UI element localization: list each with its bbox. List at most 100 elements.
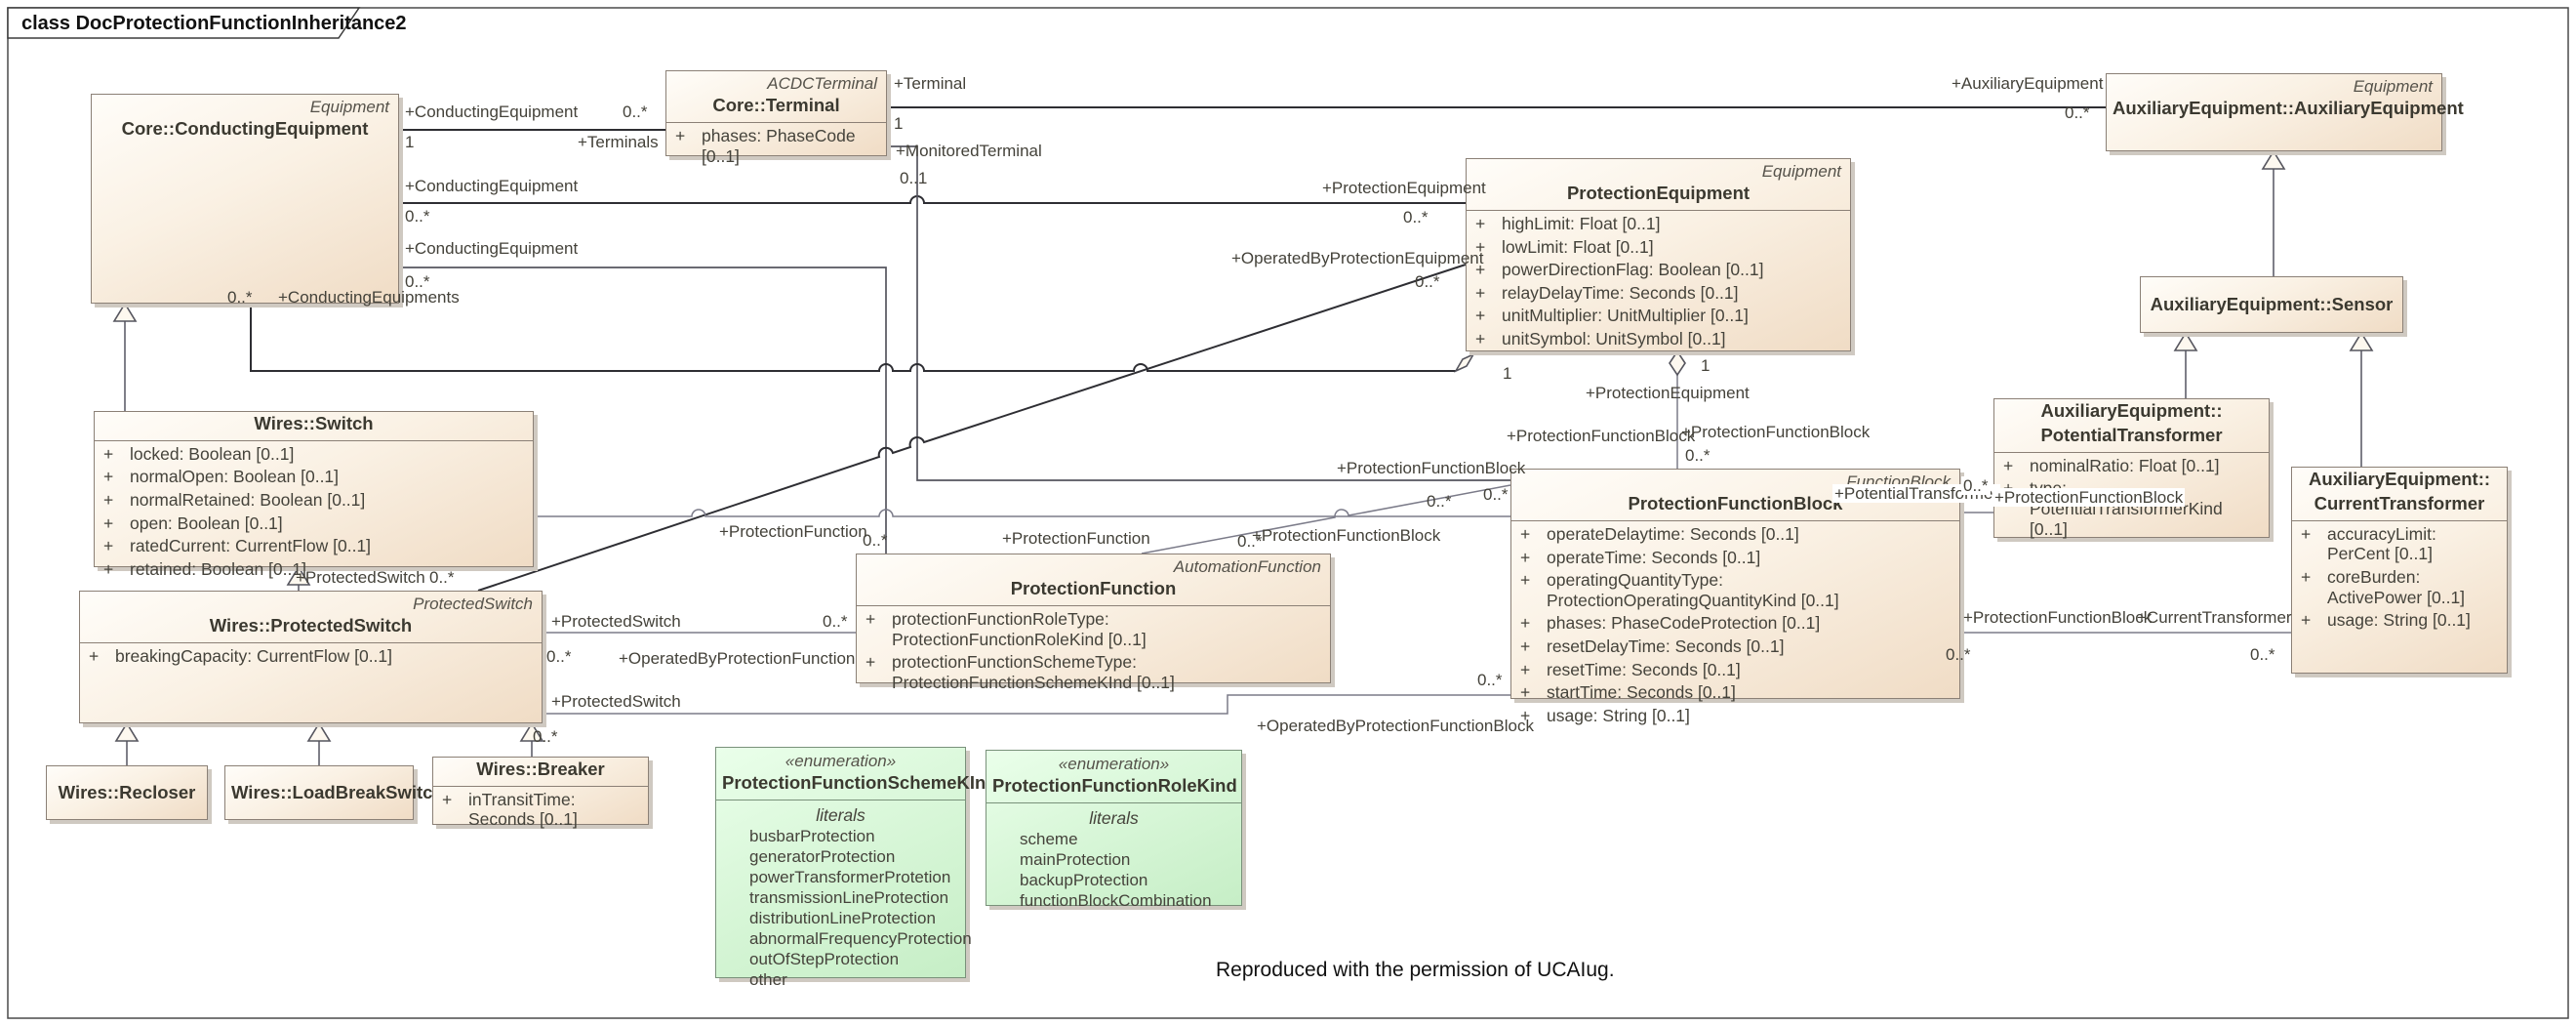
edge-label: 0..* (533, 727, 558, 746)
edge-monitoredterminal-protectionfunctionblock[interactable] (887, 145, 1510, 481)
stereotype-label: Equipment (1761, 162, 1841, 181)
class-current-transformer[interactable]: AuxiliaryEquipment::CurrentTransformer+a… (2291, 467, 2508, 674)
attribute-text: powerDirectionFlag: Boolean [0..1] (1502, 260, 1764, 280)
attribute-row: +usage: String [0..1] (1511, 703, 1959, 726)
attribute-text: unitSymbol: UnitSymbol [0..1] (1502, 329, 1726, 349)
edge-label: +ProtectionFunctionBlock (1963, 608, 2153, 627)
attribute-text: usage: String [0..1] (2327, 610, 2471, 631)
edge-label: +PotentialTransformer (1832, 484, 2001, 503)
edge-label: +ProtectedSwitch (551, 612, 681, 631)
edge-label: 0..* (1946, 645, 1971, 664)
visibility-marker: + (103, 443, 114, 464)
attribute-row: + highLimit: Float [0..1] (1467, 211, 1850, 234)
attribute-text: protectionFunctionSchemeType: Protection… (892, 652, 1175, 692)
attribute-row: +operateTime: Seconds [0..1] (1511, 545, 1959, 568)
class-name: PotentialTransformer (2040, 424, 2223, 445)
visibility-marker: + (103, 513, 114, 533)
attribute-row: +protectionFunctionSchemeType: Protectio… (857, 649, 1330, 692)
enum-literal: distributionLineProtection (749, 908, 936, 927)
class-sensor[interactable]: AuxiliaryEquipment::Sensor (2140, 276, 2403, 333)
attribute-text: protectionFunctionRoleType: ProtectionFu… (892, 608, 1147, 649)
edge-label: 0..* (863, 531, 888, 550)
compartment-divider (857, 604, 1330, 606)
edge-operatedbyprotectionequipment-protectedswitch[interactable] (477, 264, 1467, 592)
visibility-marker: + (1520, 547, 1531, 567)
attribute-text: operateDelaytime: Seconds [0..1] (1547, 523, 1799, 544)
edge-label: +ConductingEquipment (405, 177, 579, 195)
class-name: CurrentTransformer (2314, 492, 2485, 513)
edge-label: 0..* (1237, 532, 1263, 551)
edge-label: 0..* (1483, 485, 1509, 504)
edge-label: 0..* (1961, 476, 1991, 495)
attribute-text: normalRetained: Boolean [0..1] (130, 490, 366, 511)
attribute-text: retained: Boolean [0..1] (130, 559, 306, 580)
visibility-marker: + (2301, 610, 2312, 631)
attribute-row: +retained: Boolean [0..1] (95, 556, 533, 580)
visibility-marker: + (103, 536, 114, 556)
edge-label: 0..1 (900, 169, 928, 187)
edge-label: 0..* (1415, 272, 1440, 291)
visibility-marker: + (2301, 523, 2312, 544)
visibility-marker: + (103, 490, 114, 511)
attribute-row: +operateDelaytime: Seconds [0..1] (1511, 521, 1959, 545)
edge-label: 0..* (623, 103, 648, 121)
attribute-text: highLimit: Float [0..1] (1502, 213, 1661, 233)
class-name: Wires::Breaker (476, 759, 605, 779)
attribute-text: phases: PhaseCode [0..1] (702, 125, 856, 166)
edge-label: 0..* (1427, 492, 1452, 511)
class-wires-breaker[interactable]: Wires::Breaker+inTransitTime: Seconds [0… (432, 757, 649, 829)
visibility-marker: + (1475, 213, 1486, 233)
class-wires-load-break-switch[interactable]: Wires::LoadBreakSwitch (224, 765, 444, 820)
attribute-row: +relayDelayTime: Seconds [0..1] (1467, 280, 1850, 304)
edge-label: 0..* (823, 612, 848, 631)
edge-label: 0..* (2250, 645, 2275, 664)
class-potential-transformer[interactable]: AuxiliaryEquipment::PotentialTransformer… (1993, 398, 2270, 539)
attribute-text: nominalRatio: Float [0..1] (2030, 455, 2220, 475)
edge-conductingequipments-protectionequipment[interactable] (250, 304, 1456, 372)
edge-label: +AuxiliaryEquipment (1952, 74, 2104, 93)
edge-protectedswitch-protectionfunctionblock-top[interactable] (534, 509, 1510, 517)
class-enum-protection-function-scheme-kind[interactable]: «enumeration»ProtectionFunctionSchemeKIn… (715, 747, 997, 989)
edge-label: 0..* (227, 288, 253, 307)
edge-label: +ProtectionFunctionBlock (1992, 488, 2186, 507)
edge-conductingequipment-protectionequipment[interactable] (399, 195, 1466, 204)
compartment-divider (666, 121, 886, 123)
edge-label: 1 (1503, 364, 1512, 383)
compartment-divider (1994, 451, 2269, 453)
edge-protectedswitch-operatedbyprotectionfunctionblock[interactable] (543, 694, 1510, 715)
literals-title: literals (1089, 807, 1139, 828)
class-name: Wires::Recloser (58, 781, 196, 802)
attribute-row: +breakingCapacity: CurrentFlow [0..1] (80, 643, 542, 667)
visibility-marker: + (865, 608, 876, 629)
edge-protectionfunction-protectionfunctionblock[interactable] (1141, 484, 1511, 554)
attribute-text: phases: PhaseCodeProtection [0..1] (1547, 613, 1821, 634)
attribute-row: +accuracyLimit: PerCent [0..1] (2292, 521, 2507, 564)
gen-arrow-auxiliaryequipment (2261, 149, 2286, 170)
stereotype-label: Equipment (2353, 77, 2433, 96)
gen-arrow-protectedswitch-1 (114, 721, 140, 742)
aggregation-diamond-protectionequipment (1669, 349, 1686, 377)
attribute-text: open: Boolean [0..1] (130, 513, 283, 533)
compartment-divider (1511, 519, 1959, 521)
gen-arrow-sensor-2 (2349, 331, 2374, 351)
edge-conductingequipment-protectionfunction[interactable] (399, 267, 887, 554)
edge-label: 1 (405, 133, 415, 151)
attribute-text: resetDelayTime: Seconds [0..1] (1547, 636, 1785, 657)
visibility-marker: + (442, 789, 453, 809)
enum-literal: other (749, 969, 787, 989)
class-name: AuxiliaryEquipment::AuxiliaryEquipment (2113, 98, 2464, 119)
enum-literal: backupProtection (1020, 870, 1148, 889)
visibility-marker: + (1475, 282, 1486, 303)
class-wires-switch[interactable]: Wires::Switch+locked: Boolean [0..1]+nor… (94, 411, 534, 579)
edge-label: +ProtectedSwitch (296, 568, 425, 587)
class-wires-recloser[interactable]: Wires::Recloser (46, 765, 208, 820)
compartment-divider (1467, 209, 1850, 211)
